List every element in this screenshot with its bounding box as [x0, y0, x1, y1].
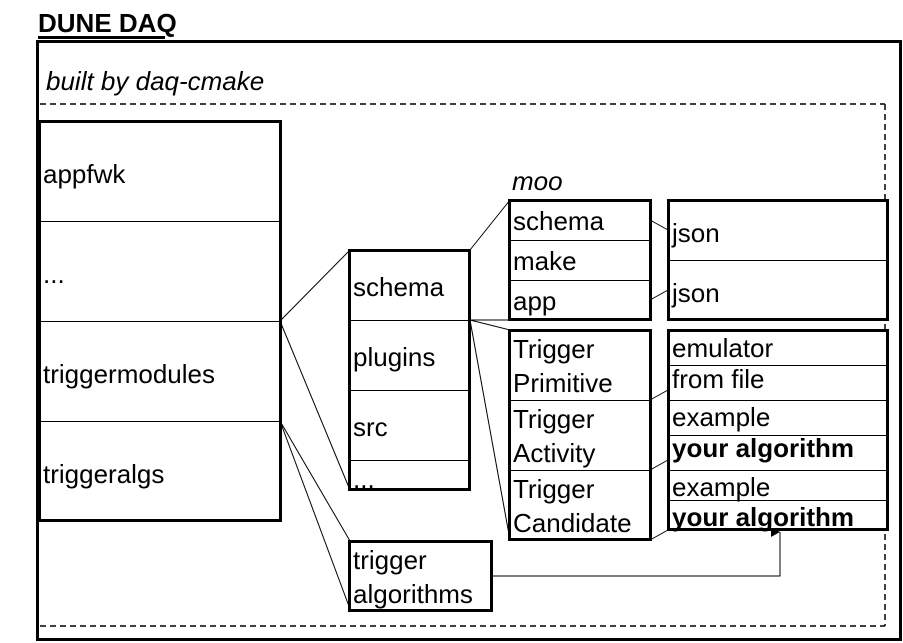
- package-ellipsis: ...: [353, 464, 375, 494]
- package-box: schema plugins src ...: [348, 249, 471, 494]
- alg-row-emulator: emulator: [672, 333, 774, 363]
- algorithm-rows-box: emulator from file example your algorith…: [667, 329, 889, 532]
- diagram-title: DUNE DAQ: [38, 8, 177, 38]
- alg-row-from-file: from file: [672, 364, 765, 394]
- trigger-activity-line2: Activity: [513, 438, 596, 468]
- left-stack-triggermodules: triggermodules: [43, 359, 215, 389]
- alg-row-example-2: example: [672, 472, 771, 502]
- json-box: json json: [667, 199, 889, 321]
- moo-schema: schema: [513, 206, 605, 236]
- left-stack-appfwk: appfwk: [43, 159, 126, 189]
- built-by-label: built by daq-cmake: [46, 66, 265, 96]
- package-src: src: [353, 412, 388, 442]
- left-stack: appfwk ... triggermodules triggeralgs: [38, 120, 282, 522]
- package-schema: schema: [353, 272, 445, 302]
- alg-row-example-1: example: [672, 402, 771, 432]
- left-stack-ellipsis: ...: [43, 259, 65, 289]
- trigger-primitive-line2: Primitive: [513, 368, 613, 398]
- left-stack-triggeralgs: triggeralgs: [43, 459, 165, 489]
- trigger-algorithms-line1: trigger: [353, 545, 427, 575]
- moo-box: schema make app: [508, 199, 652, 321]
- trigger-types-box: Trigger Primitive Trigger Activity Trigg…: [508, 329, 652, 541]
- package-plugins: plugins: [353, 342, 436, 372]
- trigger-candidate-line1: Trigger: [513, 474, 595, 504]
- moo-label: moo: [512, 166, 563, 196]
- alg-row-your-algorithm-1: your algorithm: [672, 433, 855, 463]
- moo-app: app: [513, 286, 557, 316]
- trigger-primitive-line1: Trigger: [513, 334, 595, 364]
- json-item-1: json: [672, 218, 720, 248]
- alg-row-your-algorithm-2: your algorithm: [672, 502, 855, 532]
- json-item-2: json: [672, 278, 720, 308]
- trigger-candidate-line2: Candidate: [513, 508, 632, 538]
- moo-make: make: [513, 246, 577, 276]
- trigger-algorithms-box: trigger algorithms: [348, 540, 493, 612]
- trigger-activity-line1: Trigger: [513, 404, 595, 434]
- trigger-algorithms-line2: algorithms: [353, 579, 473, 609]
